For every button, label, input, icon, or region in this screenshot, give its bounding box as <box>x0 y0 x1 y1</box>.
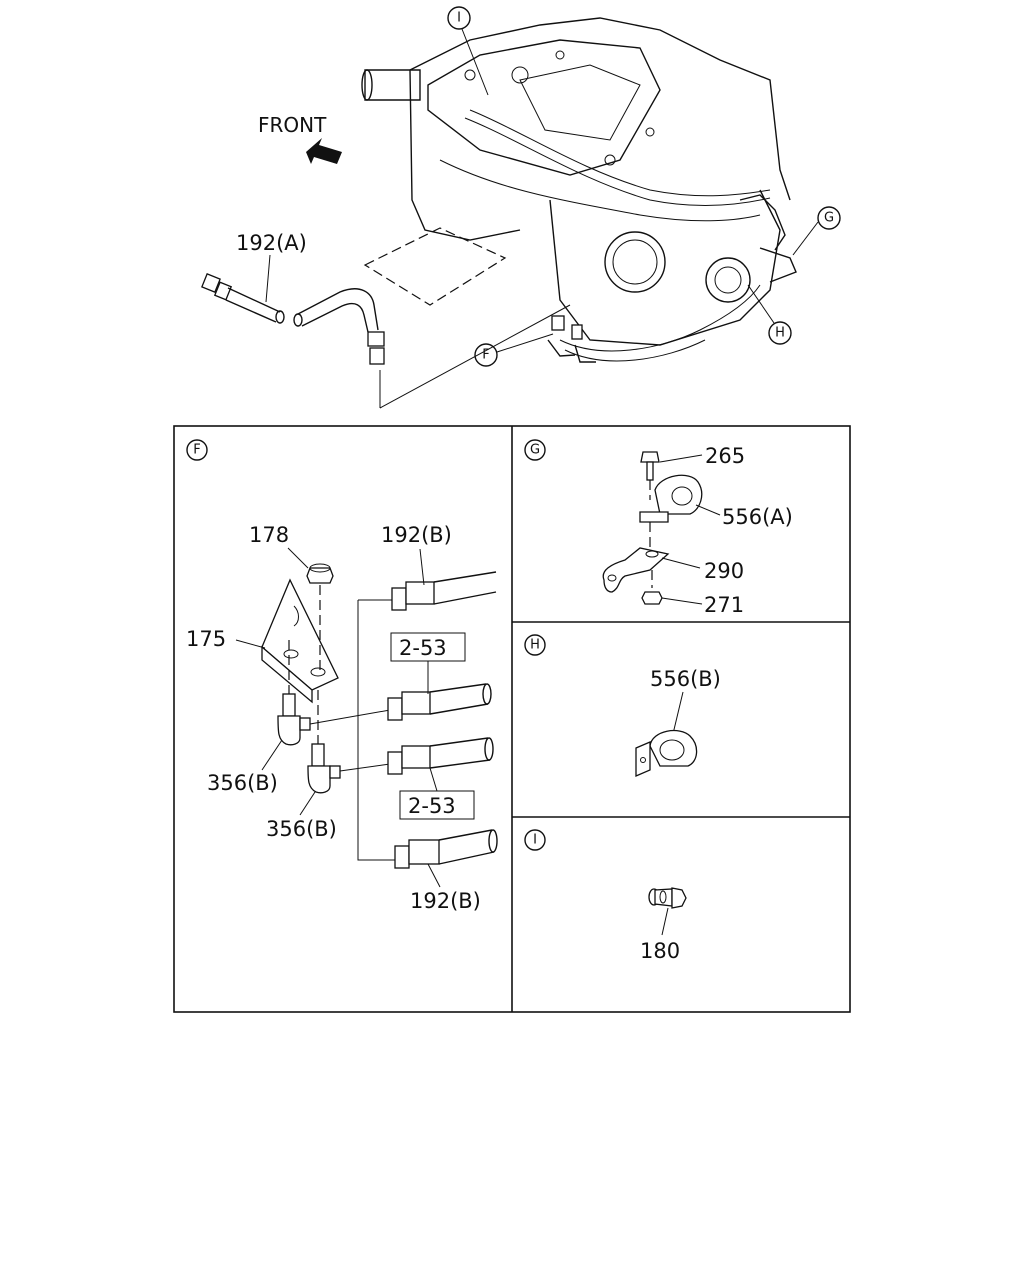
detail-f-badge: F <box>186 439 208 461</box>
svg-text:H: H <box>530 638 540 653</box>
hose-192a <box>201 273 385 365</box>
hose-ref-top <box>387 683 492 721</box>
detail-g: G 265 556(A) 290 271 <box>524 439 793 617</box>
bracket-175 <box>261 578 339 704</box>
bolt-265-label: 265 <box>705 444 745 468</box>
bracket-290 <box>602 547 670 593</box>
nut-271-label: 271 <box>704 593 744 617</box>
svg-text:F: F <box>482 348 489 363</box>
ref-2-53-bottom: 2-53 <box>408 794 456 818</box>
callout-g: G <box>792 206 841 256</box>
hose-192a-label: 192(A) <box>236 231 307 255</box>
hose-ref-bottom <box>387 737 494 775</box>
bolt-265 <box>640 451 660 481</box>
detail-panels-frame <box>173 425 851 1013</box>
svg-text:I: I <box>533 833 537 848</box>
clip-556a-label: 556(A) <box>722 505 793 529</box>
transmission-overview: FRONT 192(A) I G H F <box>201 6 841 409</box>
detail-h-badge: H <box>524 634 546 656</box>
clip-556b-label: 556(B) <box>650 667 721 691</box>
nut-178-label: 178 <box>249 523 289 547</box>
detail-i: I 180 <box>524 829 687 963</box>
svg-text:F: F <box>193 443 200 458</box>
callout-f: F <box>474 333 554 367</box>
detail-h: H 556(B) <box>524 634 721 777</box>
bracket-290-label: 290 <box>704 559 744 583</box>
front-label: FRONT <box>258 113 327 137</box>
fitting-180-label: 180 <box>640 939 680 963</box>
hose-192b-top-label: 192(B) <box>381 523 452 547</box>
detail-f: F 178 175 35 <box>186 439 498 913</box>
hose-192b-top <box>391 571 497 611</box>
nut-178 <box>306 563 334 584</box>
detail-g-badge: G <box>524 439 546 461</box>
elbow-356b-lower <box>307 743 341 794</box>
clip-556a <box>639 474 703 523</box>
clip-556b <box>635 729 698 777</box>
elbow-356b-upper-label: 356(B) <box>207 771 278 795</box>
fitting-180 <box>648 887 687 909</box>
front-arrow-icon <box>306 138 342 164</box>
callout-i: I <box>447 6 489 96</box>
svg-text:I: I <box>457 11 461 26</box>
detail-i-badge: I <box>524 829 546 851</box>
callout-h: H <box>747 284 792 345</box>
elbow-356b-upper <box>277 693 311 746</box>
bracket-175-label: 175 <box>186 627 226 651</box>
svg-text:G: G <box>824 211 834 226</box>
svg-text:G: G <box>530 443 540 458</box>
nut-271 <box>641 591 663 605</box>
ref-2-53-top: 2-53 <box>399 636 447 660</box>
hose-192b-bottom <box>394 829 498 869</box>
hose-192b-bottom-label: 192(B) <box>410 889 481 913</box>
elbow-356b-lower-label: 356(B) <box>266 817 337 841</box>
svg-text:H: H <box>775 326 785 341</box>
